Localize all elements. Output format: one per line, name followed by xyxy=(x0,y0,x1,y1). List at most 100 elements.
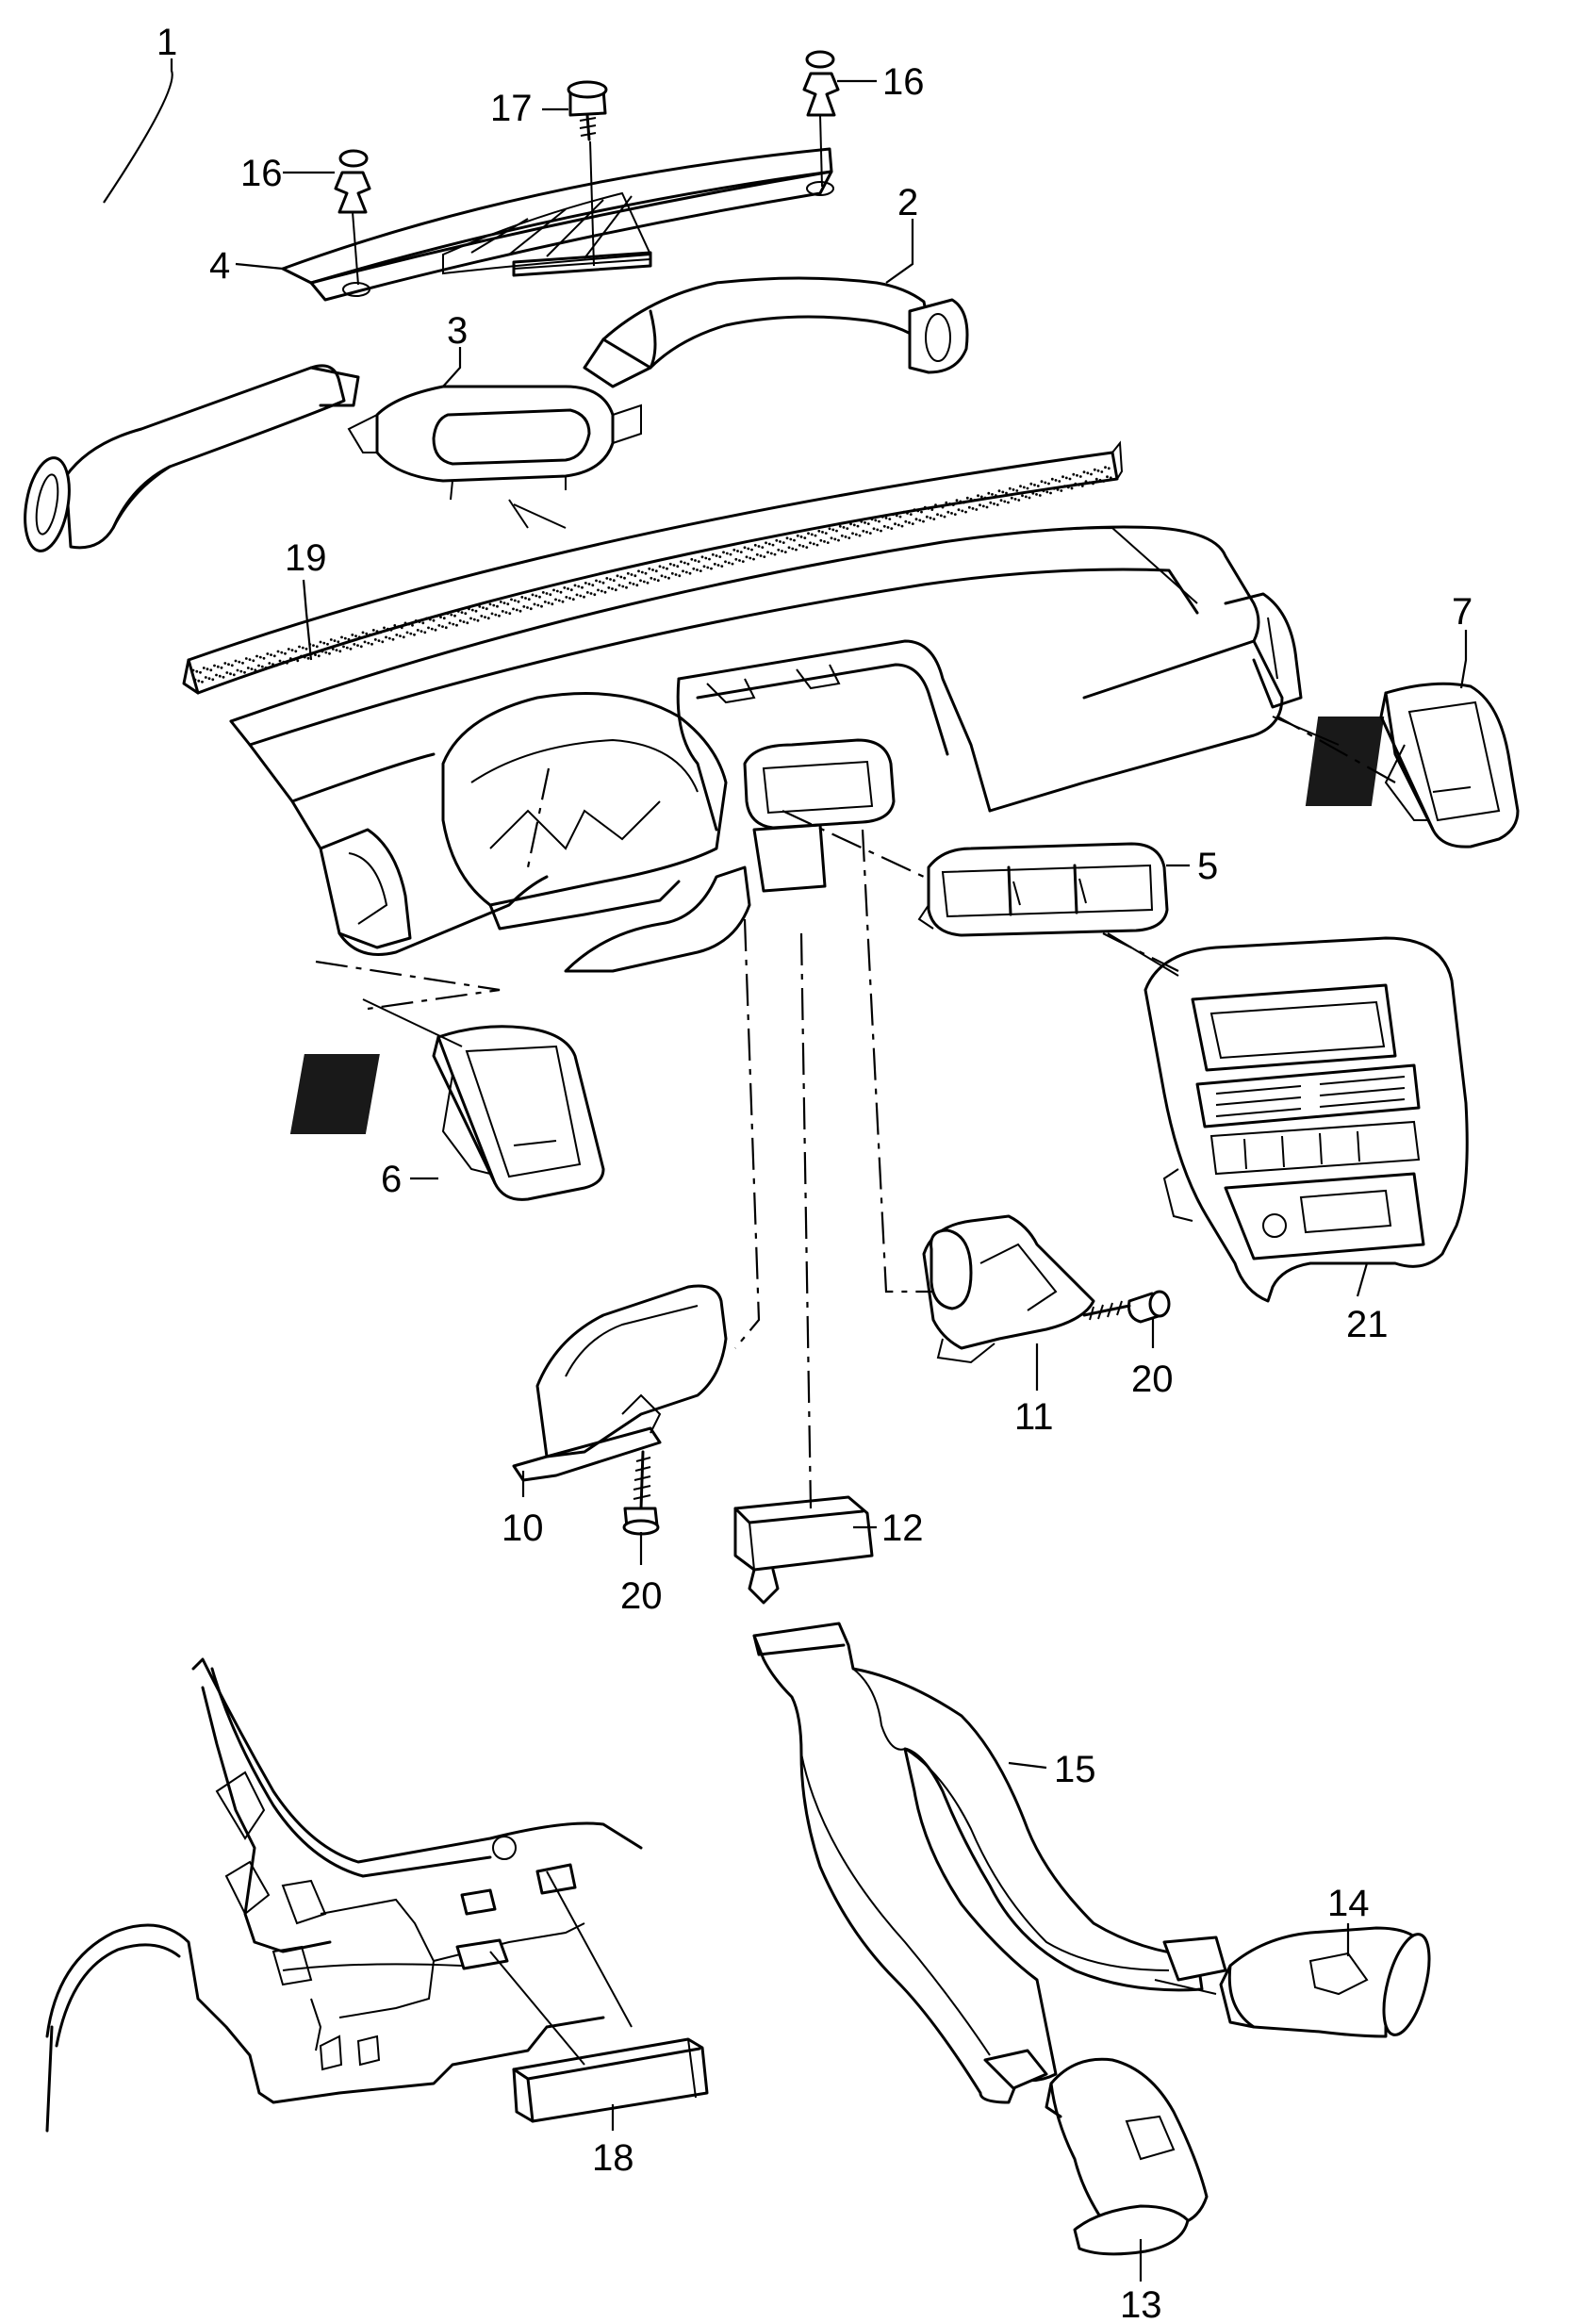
foam-stipple-dot xyxy=(393,624,397,627)
foam-stipple-dot xyxy=(597,588,600,592)
foam-stipple-dot xyxy=(696,568,699,571)
foam-stipple-dot xyxy=(464,612,468,616)
foam-stipple-dot xyxy=(403,621,407,625)
callout-18: 18 xyxy=(592,2137,634,2179)
foam-stipple-dot xyxy=(518,609,522,613)
foam-stipple-dot xyxy=(654,569,658,573)
foam-stipple-dot xyxy=(409,632,413,635)
foam-stipple-dot xyxy=(563,586,567,589)
foam-stipple-dot xyxy=(957,508,961,512)
foam-stipple-dot xyxy=(686,562,690,566)
foam-stipple-dot xyxy=(549,593,552,597)
foam-stipple-dot xyxy=(413,633,416,636)
foam-stipple-dot xyxy=(527,598,531,601)
foam-stipple-dot xyxy=(925,515,929,519)
foam-stipple-dot xyxy=(993,502,995,505)
foam-stipple-dot xyxy=(301,646,304,650)
foam-stipple-dot xyxy=(591,584,595,587)
foam-stipple-dot xyxy=(759,554,763,557)
part-14-outlet xyxy=(1219,1926,1431,2038)
part-16-clip-right xyxy=(802,50,840,188)
foam-stipple-dot xyxy=(785,536,789,540)
foam-stipple-dot xyxy=(819,538,823,542)
foam-stipple-dot xyxy=(803,536,807,539)
foam-stipple-dot xyxy=(282,660,286,664)
foam-stipple-dot xyxy=(782,541,785,544)
foam-stipple-dot xyxy=(1010,496,1013,500)
foam-stipple-dot xyxy=(646,581,650,585)
foam-stipple-dot xyxy=(821,531,824,534)
foam-stipple-dot xyxy=(650,576,653,580)
foam-stipple-dot xyxy=(639,579,642,583)
callout-1: 1 xyxy=(156,22,177,63)
foam-stipple-dot xyxy=(614,588,617,592)
foam-stipple-dot xyxy=(494,613,498,617)
foam-stipple-dot xyxy=(540,604,543,608)
foam-stipple-dot xyxy=(718,555,722,558)
foam-stipple-dot xyxy=(209,668,213,672)
part-13-outlet xyxy=(1045,2057,1209,2256)
foam-stipple-dot xyxy=(593,593,597,597)
foam-stipple-dot xyxy=(533,602,536,606)
callout-5: 5 xyxy=(1197,846,1218,887)
foam-stipple-dot xyxy=(927,507,930,510)
foam-stipple-dot xyxy=(1074,482,1078,486)
foam-stipple-dot xyxy=(484,616,486,618)
foam-stipple-dot xyxy=(1017,499,1021,502)
foam-stipple-dot xyxy=(504,611,508,614)
foam-stipple-dot xyxy=(799,535,803,538)
foam-stipple-dot xyxy=(271,663,274,666)
foam-stipple-dot xyxy=(411,623,414,627)
foam-stipple-dot xyxy=(642,580,646,584)
foam-stipple-dot xyxy=(222,675,225,679)
part-7-right-vent xyxy=(1305,682,1520,848)
foam-stipple-dot xyxy=(809,541,812,545)
foam-stipple-dot xyxy=(644,571,648,575)
foam-stipple-dot xyxy=(250,667,254,670)
foam-stipple-dot xyxy=(535,594,538,598)
foam-stipple-dot xyxy=(865,531,868,534)
foam-stipple-dot xyxy=(738,559,741,562)
foam-stipple-dot xyxy=(450,613,453,617)
foam-stipple-dot xyxy=(551,602,554,606)
foam-stipple-dot xyxy=(755,552,759,556)
foam-stipple-dot xyxy=(243,670,246,674)
foam-stipple-dot xyxy=(979,495,983,499)
foam-stipple-dot xyxy=(697,560,700,563)
foam-stipple-dot xyxy=(506,602,510,606)
foam-stipple-dot xyxy=(1028,496,1031,500)
foam-stipple-dot xyxy=(499,601,502,603)
part-17-screw xyxy=(567,80,608,267)
foam-stipple-dot xyxy=(753,543,757,547)
foam-stipple-dot xyxy=(298,645,301,649)
foam-stipple-dot xyxy=(948,502,951,505)
foam-stipple-dot xyxy=(474,609,478,613)
alignment-lines xyxy=(315,716,1396,1509)
foam-stipple-dot xyxy=(999,499,1003,502)
foam-stipple-dot xyxy=(351,634,354,636)
foam-stipple-dot xyxy=(288,657,292,660)
foam-stipple-dot xyxy=(815,543,819,547)
foam-stipple-dot xyxy=(405,631,409,634)
foam-stipple-dot xyxy=(653,578,656,581)
foam-stipple-dot xyxy=(892,513,895,517)
callout-3: 3 xyxy=(447,310,468,352)
foam-stipple-dot xyxy=(1061,475,1064,479)
dashboard-panel xyxy=(229,525,1303,973)
foam-stipple-dot xyxy=(547,601,551,604)
foam-stipple-dot xyxy=(319,640,322,644)
foam-stipple-dot xyxy=(361,631,365,634)
foam-stipple-dot xyxy=(428,618,432,621)
foam-stipple-dot xyxy=(761,546,765,549)
foam-stipple-dot xyxy=(833,537,837,541)
part-18-vent-grille xyxy=(512,2037,709,2123)
foam-stipple-dot xyxy=(193,678,197,682)
foam-stipple-dot xyxy=(660,574,664,578)
foam-stipple-dot xyxy=(743,546,747,550)
foam-stipple-dot xyxy=(385,635,387,639)
foam-stipple-dot xyxy=(989,501,993,504)
foam-stipple-dot xyxy=(407,622,411,626)
foam-stipple-dot xyxy=(1056,488,1060,491)
foam-stipple-dot xyxy=(1012,488,1015,491)
foam-stipple-dot xyxy=(1042,489,1045,493)
